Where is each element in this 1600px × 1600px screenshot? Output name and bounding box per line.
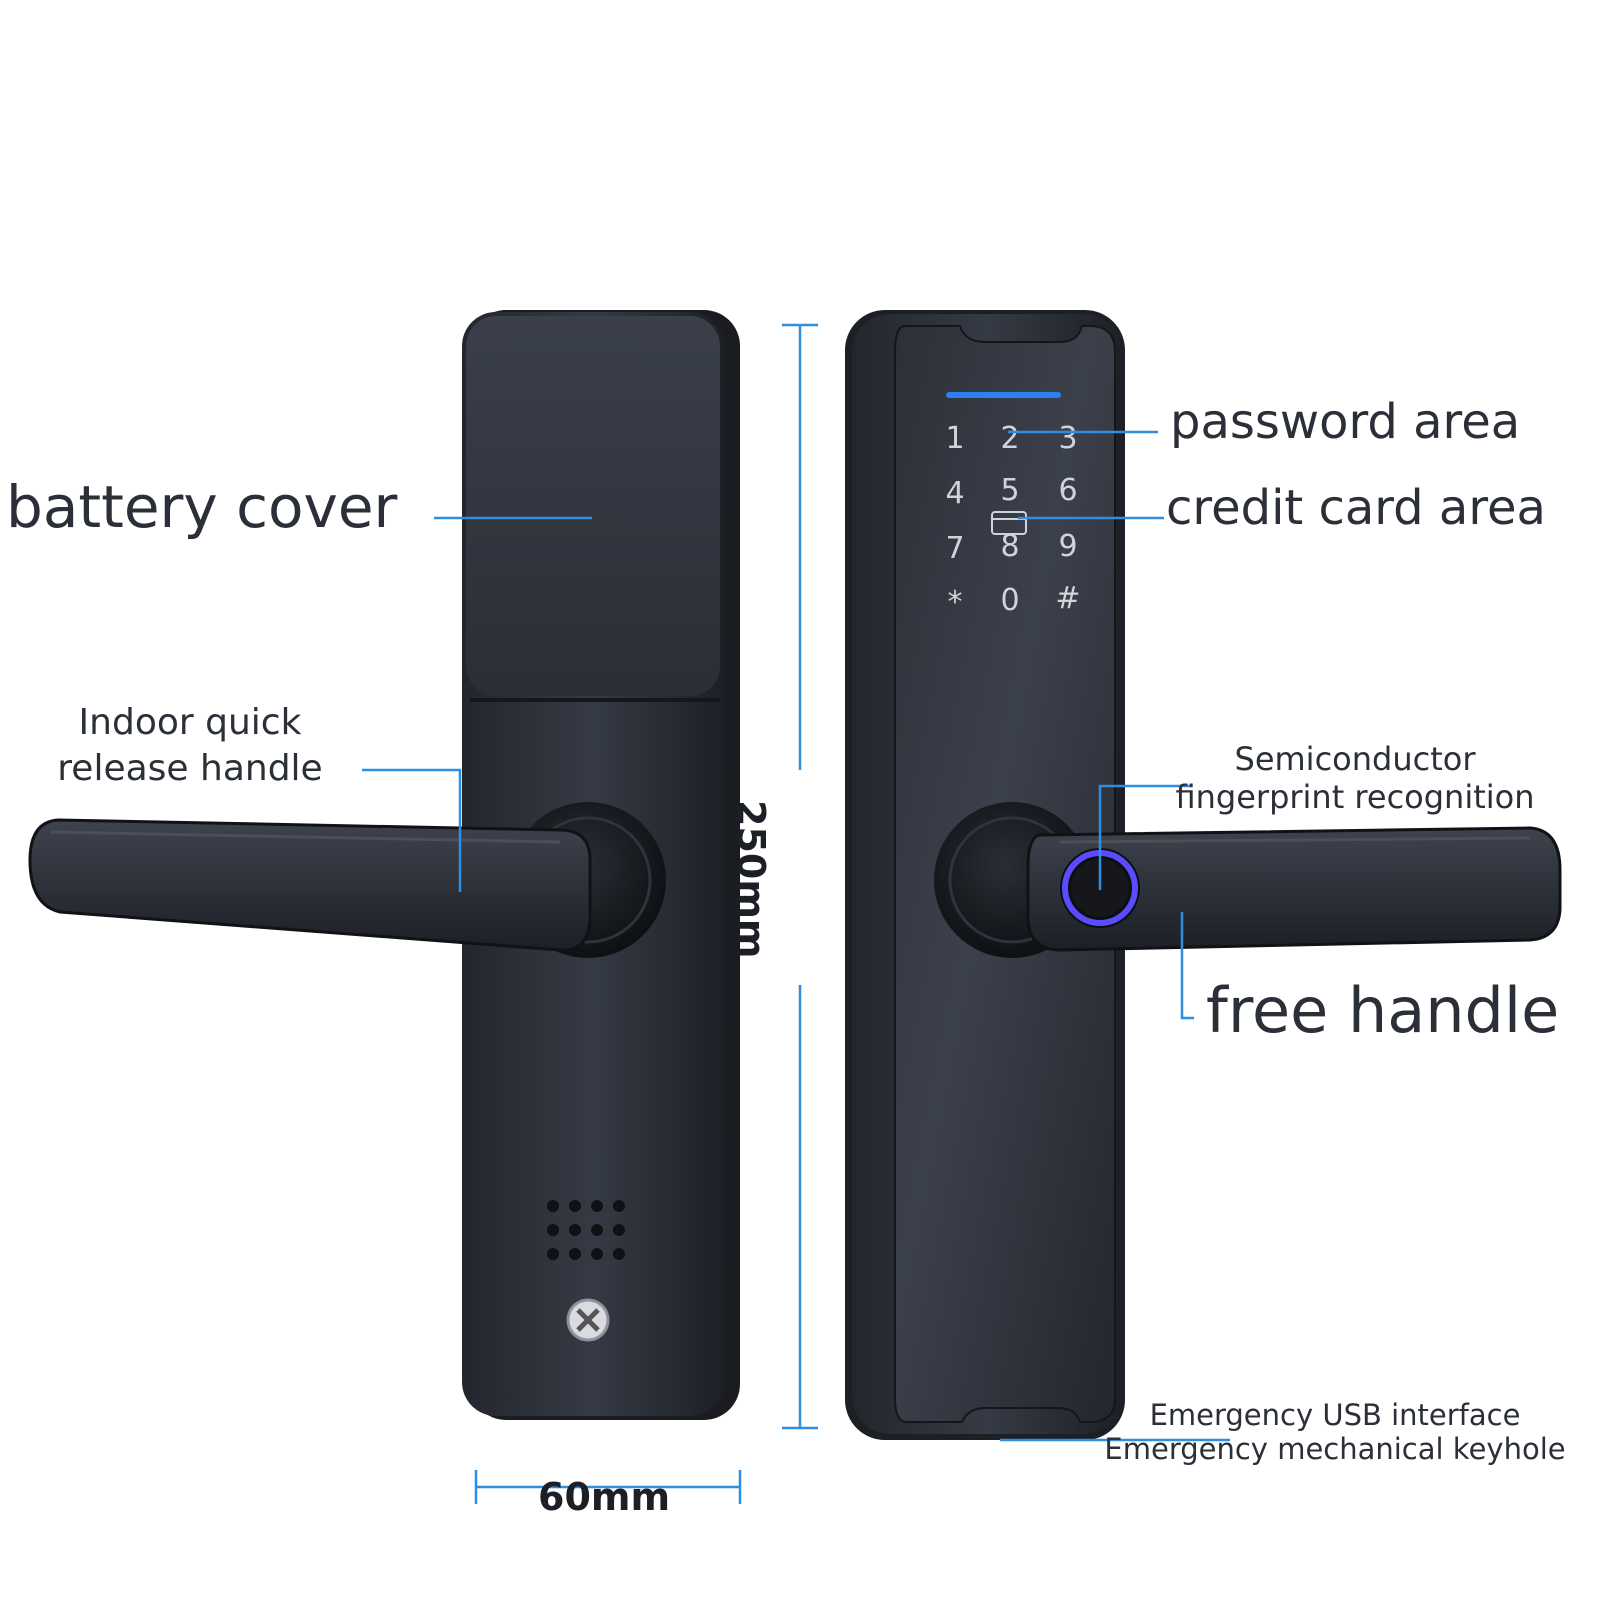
outdoor-unit: 1 2 3 4 5 6 7 8 9 * 0 # bbox=[845, 310, 1562, 1440]
key-6[interactable]: 6 bbox=[1058, 473, 1077, 508]
fingerprint-label-line2: fingerprint recognition bbox=[1175, 778, 1535, 816]
indoor-unit bbox=[28, 310, 740, 1420]
key-star[interactable]: * bbox=[948, 585, 963, 620]
indoor-handle-label: Indoor quick release handle bbox=[10, 700, 370, 792]
key-0[interactable]: 0 bbox=[1000, 583, 1019, 618]
key-2[interactable]: 2 bbox=[1000, 421, 1019, 456]
key-hash[interactable]: # bbox=[1055, 581, 1080, 616]
key-3[interactable]: 3 bbox=[1058, 421, 1077, 456]
status-light-bar bbox=[946, 392, 1061, 398]
fingerprint-label-line1: Semiconductor bbox=[1234, 740, 1476, 778]
mechanical-keyhole-label: Emergency mechanical keyhole bbox=[1104, 1432, 1566, 1466]
password-area-label: password area bbox=[1170, 394, 1521, 450]
key-9[interactable]: 9 bbox=[1058, 529, 1077, 564]
emergency-label: Emergency USB interface Emergency mechan… bbox=[1080, 1398, 1590, 1466]
width-dimension-label: 60mm bbox=[538, 1475, 671, 1519]
key-7[interactable]: 7 bbox=[945, 531, 964, 566]
battery-cover-label: battery cover bbox=[6, 473, 398, 541]
keypad: 1 2 3 4 5 6 7 8 9 * 0 # bbox=[945, 421, 1080, 620]
leader-lines bbox=[362, 430, 1230, 1442]
key-1[interactable]: 1 bbox=[945, 421, 964, 456]
key-5[interactable]: 5 bbox=[1000, 473, 1019, 508]
height-dimension-label: 250mm bbox=[729, 800, 773, 959]
usb-interface-label: Emergency USB interface bbox=[1149, 1398, 1521, 1432]
fingerprint-label: Semiconductor fingerprint recognition bbox=[1140, 740, 1570, 816]
dimension-height bbox=[782, 323, 818, 1430]
credit-card-area-label: credit card area bbox=[1166, 480, 1546, 536]
indoor-label-line1: Indoor quick bbox=[78, 702, 302, 743]
indoor-label-line2: release handle bbox=[57, 748, 323, 789]
free-handle-label: free handle bbox=[1206, 974, 1560, 1047]
key-8[interactable]: 8 bbox=[1000, 529, 1019, 564]
key-4[interactable]: 4 bbox=[945, 476, 964, 511]
indoor-quick-release-handle[interactable] bbox=[28, 818, 592, 952]
speaker-grille-icon bbox=[547, 1200, 625, 1260]
screw-icon bbox=[566, 1298, 610, 1342]
dimension-width bbox=[474, 1470, 742, 1504]
battery-cover[interactable] bbox=[466, 316, 720, 696]
free-handle[interactable] bbox=[1026, 826, 1562, 952]
